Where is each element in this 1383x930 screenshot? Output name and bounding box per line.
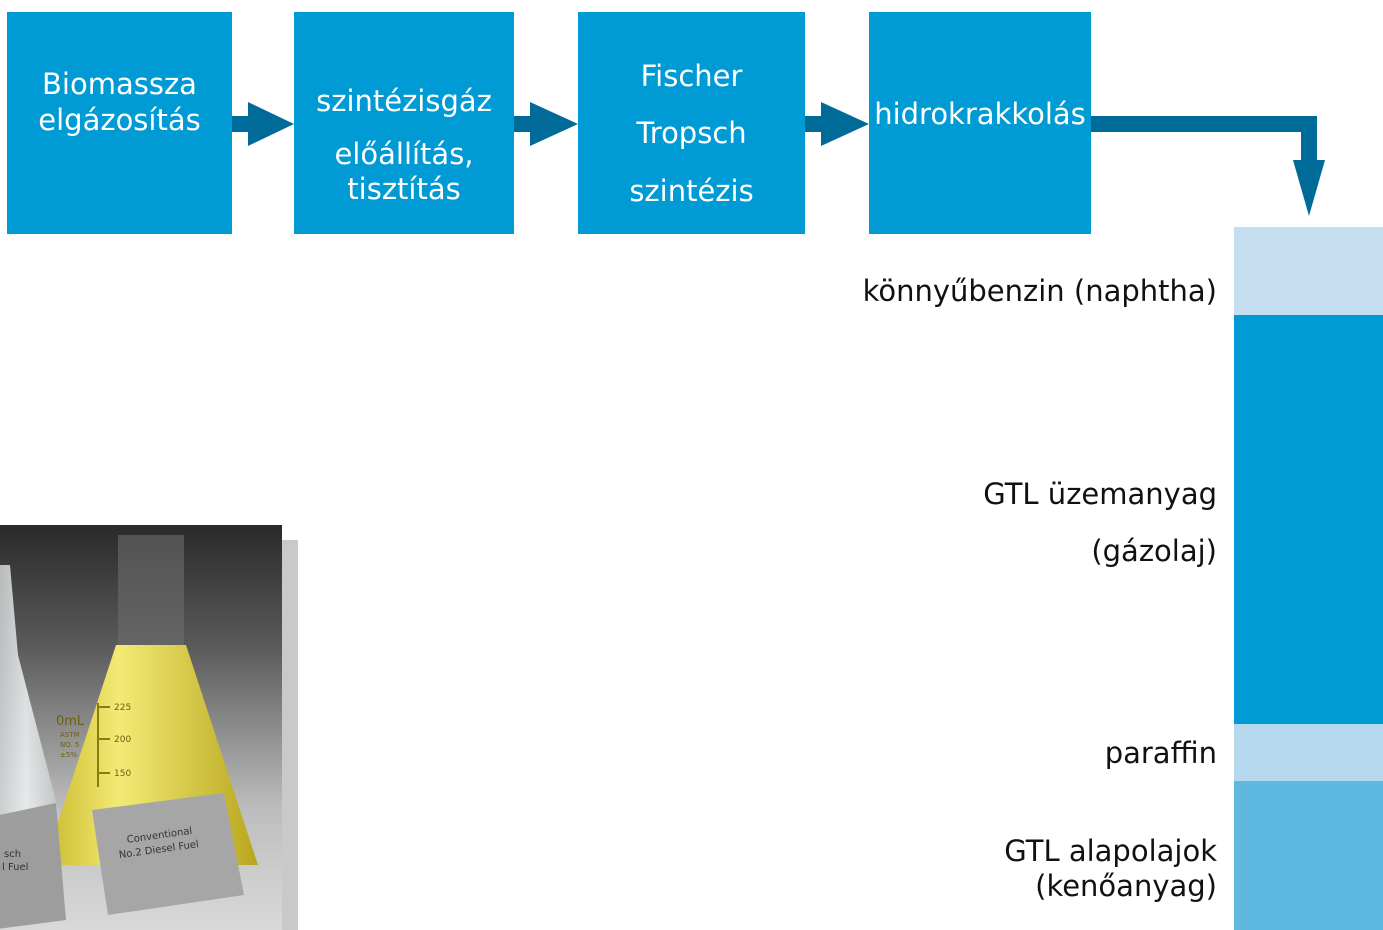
flask-text-4: ±5% (60, 751, 77, 759)
flask-illustration: 225 200 150 0mL ASTM NO. 5 ±5% sch l Fue… (0, 535, 258, 929)
flow-arrows (232, 102, 1325, 216)
flask-volume: 0mL (56, 714, 85, 729)
product-label-paraffin: paraffin (1105, 736, 1217, 771)
label-card-left (0, 803, 66, 929)
flask-mark-2: 200 (114, 735, 131, 745)
product-label-gasoil: GTL üzemanyag (gázolaj) (983, 466, 1217, 579)
step-hydrocracking: hidrokrakkolás (869, 12, 1091, 234)
photo-shadow (282, 540, 298, 930)
flask-scale (97, 703, 110, 787)
product-2-line-2: (gázolaj) (1091, 533, 1217, 568)
label-left-line-1: sch (4, 849, 21, 860)
arrow-right-icon (514, 102, 578, 146)
flask-neck (118, 535, 184, 645)
step-3-line-2: Tropsch (636, 116, 747, 151)
product-label-naphtha: könnyűbenzin (naphtha) (863, 274, 1217, 309)
product-label-base-oils: GTL alapolajok (kenőanyag) (1004, 834, 1217, 904)
step-4-line-1: hidrokrakkolás (874, 97, 1086, 131)
step-2-line-2: előállítás, (334, 136, 474, 171)
flask-text-2: ASTM (60, 731, 80, 739)
product-bar-paraffin (1234, 724, 1383, 781)
product-bar-gasoil (1234, 315, 1383, 724)
flask-mark-3: 150 (114, 769, 131, 779)
flask-text-3: NO. 5 (60, 741, 79, 749)
step-1-line-2: elgázosítás (38, 103, 201, 138)
arrow-down-icon (1091, 116, 1325, 216)
step-biomass-gasification: Biomassza elgázosítás (7, 12, 232, 234)
product-2-line-1: GTL üzemanyag (983, 477, 1217, 511)
step-3-line-3: szintézis (629, 173, 754, 208)
fuel-flasks-photo: 225 200 150 0mL ASTM NO. 5 ±5% sch l Fue… (0, 525, 282, 930)
step-syngas-production: szintézisgáz előállítás, tisztítás (294, 12, 514, 234)
step-1-line-1: Biomassza (42, 67, 197, 101)
product-1-line-1: könnyűbenzin (naphtha) (862, 274, 1217, 308)
product-3-line-1: paraffin (1104, 736, 1217, 770)
product-bar-base-oils (1234, 781, 1383, 930)
step-fischer-tropsch: Fischer Tropsch szintézis (578, 12, 805, 234)
step-2-line-1: szintézisgáz (316, 84, 492, 118)
arrow-right-icon (232, 102, 294, 146)
product-bar-naphtha (1234, 227, 1383, 315)
arrow-right-icon (805, 102, 869, 146)
step-2-line-3: tisztítás (347, 171, 461, 206)
clear-flask (0, 565, 70, 855)
label-card-right (92, 793, 244, 915)
flask-mark-1: 225 (114, 703, 131, 713)
label-left-line-2: l Fuel (2, 862, 28, 873)
product-4-line-2: (kenőanyag) (1035, 868, 1217, 903)
step-3-line-1: Fischer (640, 59, 743, 93)
product-4-line-1: GTL alapolajok (1004, 834, 1217, 868)
